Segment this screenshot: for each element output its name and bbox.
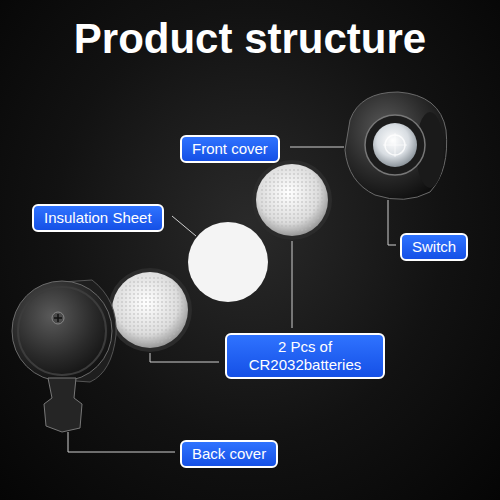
label-box: Switch — [400, 233, 468, 261]
battery-rim — [108, 268, 192, 352]
mount-clip — [44, 378, 82, 432]
lens-ring — [365, 115, 425, 175]
front-cover-shell — [345, 92, 447, 199]
battery-face — [112, 272, 188, 348]
part-name: 2 Pcs of CR2032batteries — [237, 338, 373, 374]
leader-line — [150, 353, 219, 362]
leader-line — [172, 216, 196, 236]
battery-illustration — [108, 268, 192, 352]
leader-line — [292, 241, 293, 328]
battery-texture — [115, 275, 185, 345]
leader-line — [290, 147, 344, 148]
label-box: Front cover — [180, 135, 280, 163]
title: Product structure — [0, 14, 500, 64]
part-name: Front cover — [192, 140, 268, 158]
lens-detail — [383, 133, 407, 157]
leader-lines — [68, 147, 396, 452]
part-name: Insulation Sheet — [44, 209, 152, 227]
front-cover-illustration — [345, 92, 447, 199]
label-box: Insulation Sheet — [32, 204, 164, 232]
back-cover-face — [12, 281, 112, 381]
insulation-sheet-illustration — [188, 222, 268, 302]
back-cover-ring — [18, 287, 106, 375]
label-box: 2 Pcs of CR2032batteries — [225, 333, 385, 379]
label-box: Back cover — [180, 440, 278, 468]
part-name: Switch — [412, 238, 456, 256]
leader-line — [68, 432, 175, 452]
battery-texture — [259, 167, 325, 233]
switch-lens — [373, 123, 417, 167]
part-name: Back cover — [192, 445, 266, 463]
screw — [52, 312, 64, 324]
screw — [54, 314, 62, 322]
battery-illustration — [252, 160, 332, 240]
back-cover-illustration — [12, 280, 116, 432]
battery-face — [256, 164, 328, 236]
leader-line — [388, 200, 396, 245]
battery-rim — [252, 160, 332, 240]
